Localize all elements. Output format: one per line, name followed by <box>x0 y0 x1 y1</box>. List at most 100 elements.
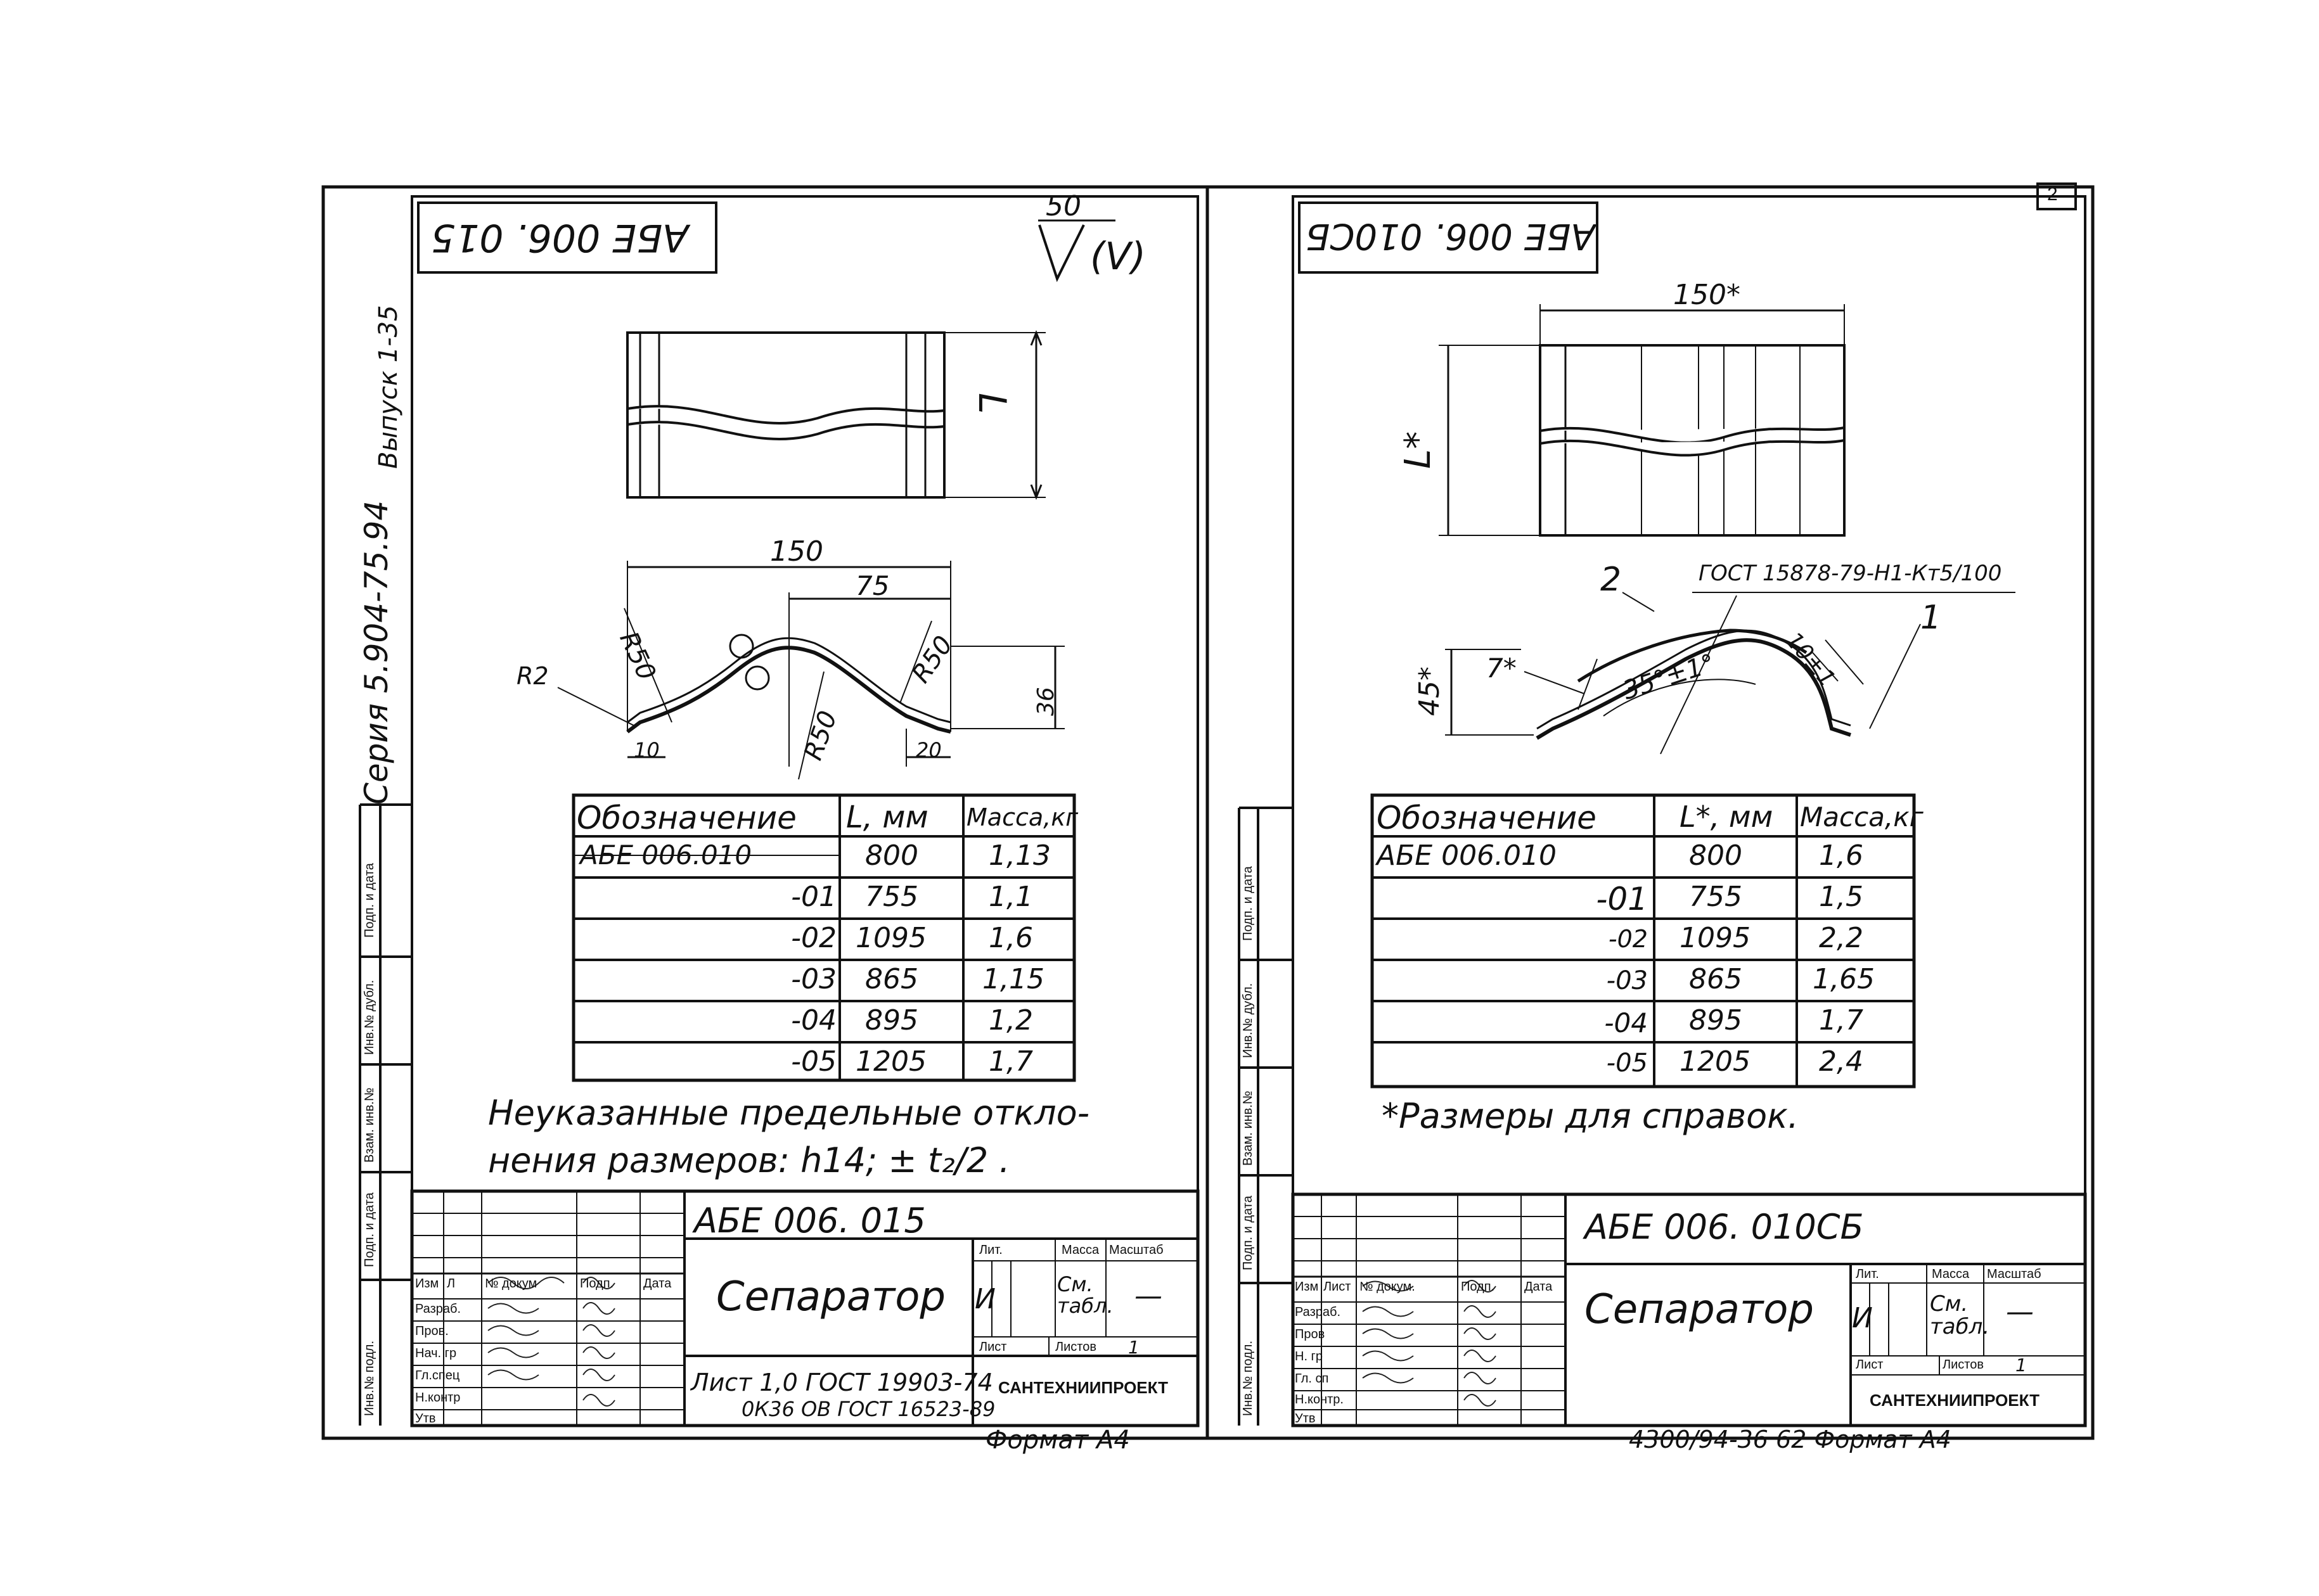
left-table-row-4-designation: -04 <box>791 1004 837 1037</box>
right-table-header-length: L*, мм <box>1680 800 1773 834</box>
left-table-header-length: L, мм <box>846 800 928 835</box>
right-sheets-value: 1 <box>2015 1355 2027 1376</box>
right-note: *Размеры для справок. <box>1382 1096 1799 1136</box>
left-material-line1: Лист 1,0 ГОСТ 19903-74 <box>691 1369 993 1396</box>
right-stamp-4: Инв.№ подл. <box>1241 1340 1255 1416</box>
right-table-row-3-length: 865 <box>1689 963 1742 995</box>
left-title-name: Сепаратор <box>716 1274 946 1320</box>
left-title-doc-code: АБЕ 006. 015 <box>694 1201 926 1241</box>
left-dim-flange-right: 20 <box>916 738 942 762</box>
right-sheets-label: Листов <box>1943 1358 1984 1372</box>
right-table-row-1-designation: -01 <box>1596 881 1648 917</box>
right-table-row-4-mass: 1,7 <box>1819 1004 1863 1037</box>
left-sheets-label: Листов <box>1055 1340 1096 1354</box>
left-table-row-0-length: 800 <box>865 839 918 872</box>
right-table-row-4-designation: -04 <box>1604 1007 1648 1038</box>
left-col-header-doc: № докум <box>485 1277 537 1291</box>
left-format: Формат А4 <box>986 1426 1130 1455</box>
left-side-issue: Выпуск 1-35 <box>374 305 403 469</box>
left-dim-height: 36 <box>1033 687 1059 716</box>
right-stamp-2: Взам. инв.№ <box>1241 1090 1255 1166</box>
left-org: САНТЕХНИИПРОЕКТ <box>998 1378 1169 1397</box>
right-dim-gap: 7* <box>1486 653 1517 684</box>
left-sheets-value: 1 <box>1128 1337 1140 1358</box>
right-scale-label: Масштаб <box>1987 1267 2041 1281</box>
left-material-line2: 0К36 ОВ ГОСТ 16523-89 <box>742 1397 996 1421</box>
left-stamp-2: Взам. инв.№ <box>363 1087 376 1163</box>
left-dim-flange-left: 10 <box>634 738 660 762</box>
right-sheet-label: Лист <box>1856 1358 1884 1372</box>
right-table-header-designation: Обозначение <box>1377 800 1596 836</box>
right-dim-height: 45* <box>1413 667 1446 716</box>
left-col-header-sign: Подп. <box>580 1277 614 1291</box>
left-role-2: Нач. гр <box>415 1346 457 1360</box>
left-role-0: Разраб. <box>415 1302 461 1316</box>
right-mass-label: Масса <box>1932 1267 1970 1281</box>
right-col-header-doc: № докум. <box>1359 1280 1415 1294</box>
right-corner-code: АБЕ 006. 010СБ <box>1306 215 1595 257</box>
left-table-row-0-mass: 1,13 <box>989 839 1051 872</box>
right-col-header-sign: Подп. <box>1461 1280 1495 1294</box>
right-title-doc-code: АБЕ 006. 010СБ <box>1584 1207 1864 1247</box>
left-sheet-label: Лист <box>979 1340 1007 1354</box>
right-table-row-5-designation: -05 <box>1606 1049 1648 1078</box>
left-table-row-5-mass: 1,7 <box>989 1045 1033 1078</box>
left-corner-code: АБЕ 006. 015 <box>431 215 689 260</box>
right-table-row-5-length: 1205 <box>1680 1045 1750 1078</box>
right-table-row-4-length: 895 <box>1689 1004 1742 1037</box>
left-role-4: Н.контр <box>415 1391 461 1405</box>
left-stamp-0: Подп. и дата <box>363 863 376 938</box>
right-table-header-mass: Масса,кг <box>1800 801 1924 833</box>
right-col-header-date: Дата <box>1524 1280 1553 1294</box>
left-role-5: Утв <box>415 1412 436 1426</box>
left-table-header-mass: Масса,кг <box>967 803 1079 831</box>
left-col-header-rev: Изм <box>415 1277 439 1291</box>
left-col-header-sheet: Л <box>447 1277 456 1291</box>
left-table-row-2-designation: -02 <box>791 922 837 954</box>
left-table-row-5-designation: -05 <box>791 1045 837 1078</box>
left-table-row-1-designation: -01 <box>791 881 837 913</box>
right-callout-2: 2 <box>1600 561 1622 599</box>
left-mass-label: Масса <box>1062 1243 1100 1257</box>
left-table-row-2-mass: 1,6 <box>989 922 1033 954</box>
right-dim-length: L* <box>1397 431 1439 469</box>
left-col-header-date: Дата <box>643 1277 672 1291</box>
right-stamp-3: Подп. и дата <box>1241 1196 1255 1270</box>
right-title-name: Сепаратор <box>1584 1286 1815 1333</box>
left-table-row-1-mass: 1,1 <box>989 881 1033 913</box>
left-table-row-2-length: 1095 <box>856 922 927 954</box>
right-table-row-1-length: 755 <box>1689 881 1742 913</box>
left-stamp-1: Инв.№ дубл. <box>363 980 376 1055</box>
right-dim-width: 150* <box>1673 279 1740 311</box>
left-stamp-3: Подп. и дата <box>363 1192 376 1267</box>
right-role-5: Утв <box>1295 1412 1316 1426</box>
right-role-3: Гл. сп <box>1295 1372 1329 1386</box>
right-col-header-rev: Изм <box>1295 1280 1319 1294</box>
right-role-0: Разраб. <box>1295 1305 1341 1319</box>
left-stamp-4: Инв.№ подл. <box>363 1340 376 1416</box>
right-role-4: Н.контр. <box>1295 1393 1344 1407</box>
right-footer: 4300/94-36 62 Формат А4 <box>1629 1426 1951 1453</box>
left-table-row-0-designation: АБЕ 006.010 <box>580 839 752 871</box>
left-role-3: Гл.спец <box>415 1369 460 1382</box>
right-table-row-2-length: 1095 <box>1680 922 1750 954</box>
left-table-row-5-length: 1205 <box>856 1045 927 1078</box>
left-note-line2: нения размеров: h14; ± t₂/2 . <box>488 1140 1010 1180</box>
left-dim-length: L <box>970 393 1014 414</box>
right-stamp-1: Инв.№ дубл. <box>1241 983 1255 1058</box>
right-table-row-3-mass: 1,65 <box>1813 963 1875 995</box>
right-callout-1: 1 <box>1920 599 1942 637</box>
left-table-header-designation: Обозначение <box>577 800 797 836</box>
right-org: САНТЕХНИИПРОЕКТ <box>1870 1391 2040 1410</box>
left-lit-value: И <box>975 1283 996 1315</box>
left-table-row-4-mass: 1,2 <box>989 1004 1033 1037</box>
right-table-row-2-designation: -02 <box>1608 925 1648 953</box>
right-table-row-2-mass: 2,2 <box>1819 922 1863 954</box>
left-side-series: Серия 5.904-75.94 <box>358 500 395 805</box>
left-table-row-3-designation: -03 <box>791 963 837 995</box>
right-col-header-sheet: Лист <box>1323 1280 1351 1294</box>
right-table-row-0-designation: АБЕ 006.010 <box>1377 839 1557 872</box>
left-table-row-1-length: 755 <box>865 881 918 913</box>
left-role-1: Пров. <box>415 1324 449 1338</box>
